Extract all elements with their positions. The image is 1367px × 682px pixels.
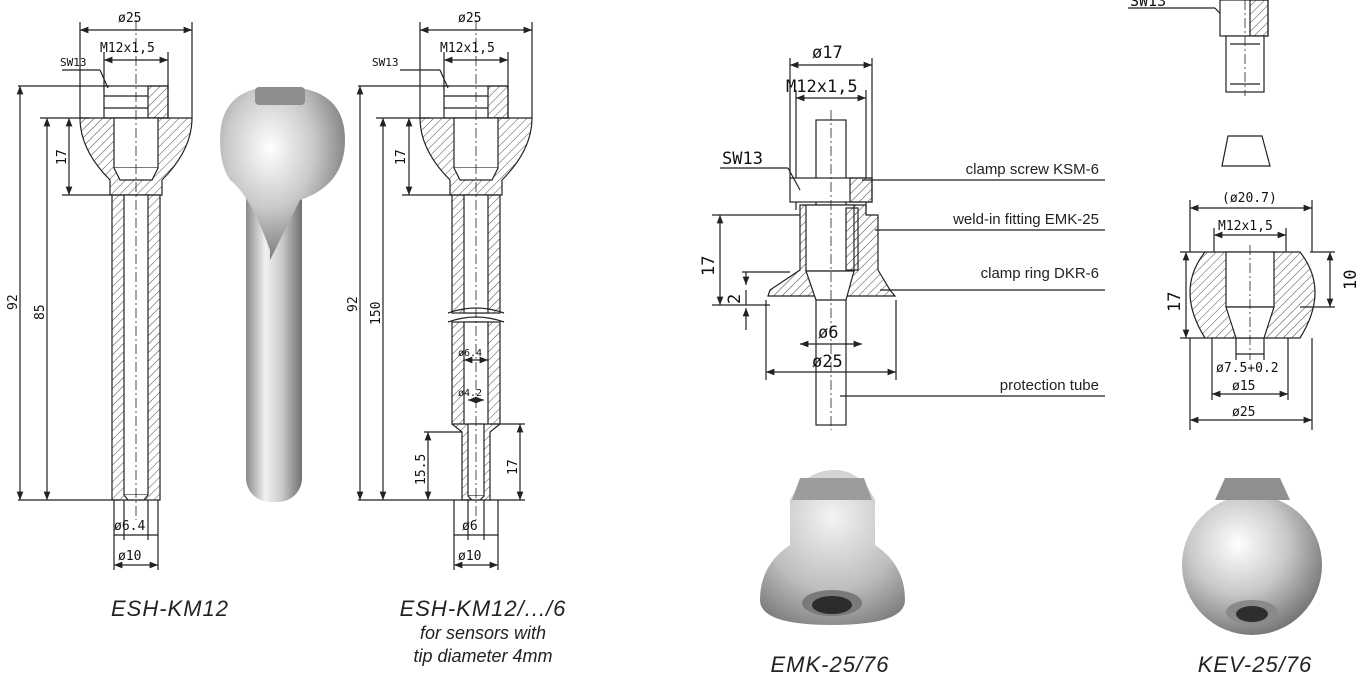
- p3-h17: 17: [699, 256, 719, 276]
- label-clamp-ring: clamp ring DKR-6: [981, 265, 1099, 282]
- drawing-emk-25-76: [712, 58, 1105, 430]
- label-clamp-screw: clamp screw KSM-6: [966, 161, 1099, 178]
- p4-dia25: ø25: [1232, 405, 1255, 420]
- p2-h17: 17: [394, 149, 409, 165]
- caption-kev-25-76-text: KEV-25/76: [1197, 652, 1313, 677]
- p2-wrench: SW13: [372, 56, 399, 69]
- p1-h92: 92: [6, 294, 21, 310]
- p3-h2: 2: [725, 294, 745, 304]
- p1-h17: 17: [55, 149, 70, 165]
- caption-esh-km12-6-sub2: tip diameter 4mm: [413, 646, 553, 666]
- p1-h85: 85: [33, 304, 48, 320]
- p2-h15-5: 15.5: [414, 454, 429, 485]
- p1-dia-tip: ø10: [118, 549, 141, 564]
- caption-esh-km12-text: ESH-KM12: [110, 596, 230, 621]
- p3-dia25: ø25: [812, 352, 843, 372]
- label-weld-in-fitting: weld-in fitting EMK-25: [952, 211, 1099, 228]
- caption-kev-25-76: KEV-25/76: [1170, 652, 1340, 678]
- emk-fitting-photo: [760, 470, 905, 625]
- p2-dia-bore: ø6: [462, 519, 478, 534]
- p2-dia-tip: ø10: [458, 549, 481, 564]
- caption-emk-25-76-text: EMK-25/76: [770, 652, 890, 677]
- caption-esh-km12-6: ESH-KM12/.../6 for sensors with tip diam…: [368, 596, 598, 668]
- p4-dia15: ø15: [1232, 379, 1255, 394]
- caption-esh-km12: ESH-KM12: [110, 596, 230, 622]
- p4-wrench: SW13: [1130, 0, 1166, 10]
- p4-thread: M12x1,5: [1218, 219, 1273, 234]
- p4-dia7-5: ø7.5+0.2: [1216, 361, 1279, 376]
- p1-dia-bore: ø6.4: [114, 519, 145, 534]
- p2-h17-tip: 17: [506, 459, 521, 475]
- ball-tube-photo: [220, 87, 345, 502]
- kev-ball-photo: [1182, 478, 1322, 635]
- caption-esh-km12-6-text: ESH-KM12/.../6: [399, 596, 567, 621]
- drawing-esh-km12-6: [356, 20, 533, 570]
- p2-thread: M12x1,5: [440, 41, 495, 56]
- drawing-kev-25-76: [1128, 0, 1335, 430]
- p2-dia-bore-upper: ø6.4: [458, 348, 482, 359]
- p3-dia17: ø17: [812, 43, 843, 63]
- p4-h17: 17: [1165, 292, 1185, 312]
- p4-h10: 10: [1341, 270, 1361, 290]
- p1-wrench: SW13: [60, 56, 87, 69]
- p3-dia6: ø6: [818, 323, 838, 343]
- drawing-esh-km12: [16, 20, 193, 570]
- p2-h92: 92: [346, 296, 361, 312]
- p4-dia20-7: (ø20.7): [1222, 191, 1277, 206]
- p1-dia-outer: ø25: [118, 11, 141, 26]
- label-protection-tube: protection tube: [1000, 377, 1099, 394]
- caption-emk-25-76: EMK-25/76: [740, 652, 920, 678]
- p2-h150: 150: [369, 302, 384, 325]
- p2-dia-bore-lower: ø4.2: [458, 388, 482, 399]
- p3-thread: M12x1,5: [786, 77, 858, 97]
- p3-wrench: SW13: [722, 149, 763, 169]
- p2-dia-outer: ø25: [458, 11, 481, 26]
- p1-thread: M12x1,5: [100, 41, 155, 56]
- caption-esh-km12-6-sub1: for sensors with: [419, 623, 547, 643]
